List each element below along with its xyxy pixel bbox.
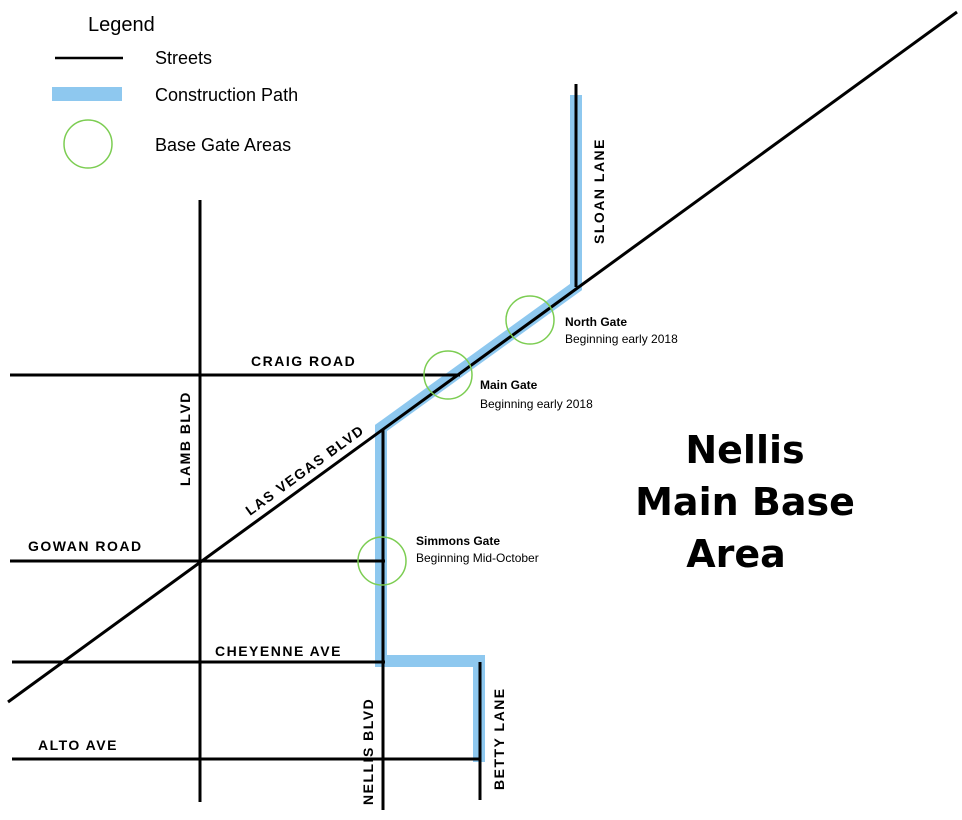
construction-path-line [375,95,582,762]
gowan-road-label: GOWAN ROAD [28,538,143,554]
legend: Legend Streets Construction Path Base Ga… [52,14,298,169]
alto-ave-label: ALTO AVE [38,737,118,753]
legend-construction-label: Construction Path [155,85,298,105]
north-gate-name: North Gate [565,315,627,329]
north-gate-circle [505,295,555,345]
base-label-line2: Main Base [635,480,855,524]
streets [7,10,958,810]
legend-gate-swatch [63,119,113,169]
base-label-line3: Area [686,532,786,576]
legend-title: Legend [88,14,155,36]
main-gate-note: Beginning early 2018 [480,397,593,411]
las-vegas-blvd-line [7,10,958,704]
legend-streets-label: Streets [155,48,212,68]
street-labels: SLOAN LANE CRAIG ROAD LAMB BLVD LAS VEGA… [28,138,607,805]
simmons-gate-circle [357,536,407,586]
nellis-blvd-label: NELLIS BLVD [360,698,376,805]
construction-path [375,95,582,762]
gate-areas [357,295,555,586]
craig-road-label: CRAIG ROAD [251,353,356,369]
betty-lane-label: BETTY LANE [491,687,507,790]
main-gate-name: Main Gate [480,378,538,392]
simmons-gate-note: Beginning Mid-October [416,551,539,565]
simmons-gate-name: Simmons Gate [416,534,500,548]
gate-labels: North Gate Beginning early 2018 Main Gat… [416,315,678,565]
main-gate-circle [423,350,473,400]
sloan-lane-label: SLOAN LANE [591,138,607,244]
base-area-label: Nellis Main Base Area [635,428,855,576]
lamb-blvd-label: LAMB BLVD [177,391,193,486]
cheyenne-ave-label: CHEYENNE AVE [215,643,342,659]
las-vegas-blvd-label: LAS VEGAS BLVD [242,422,367,519]
legend-gates-label: Base Gate Areas [155,135,291,155]
base-label-line1: Nellis [685,428,804,472]
north-gate-note: Beginning early 2018 [565,332,678,346]
